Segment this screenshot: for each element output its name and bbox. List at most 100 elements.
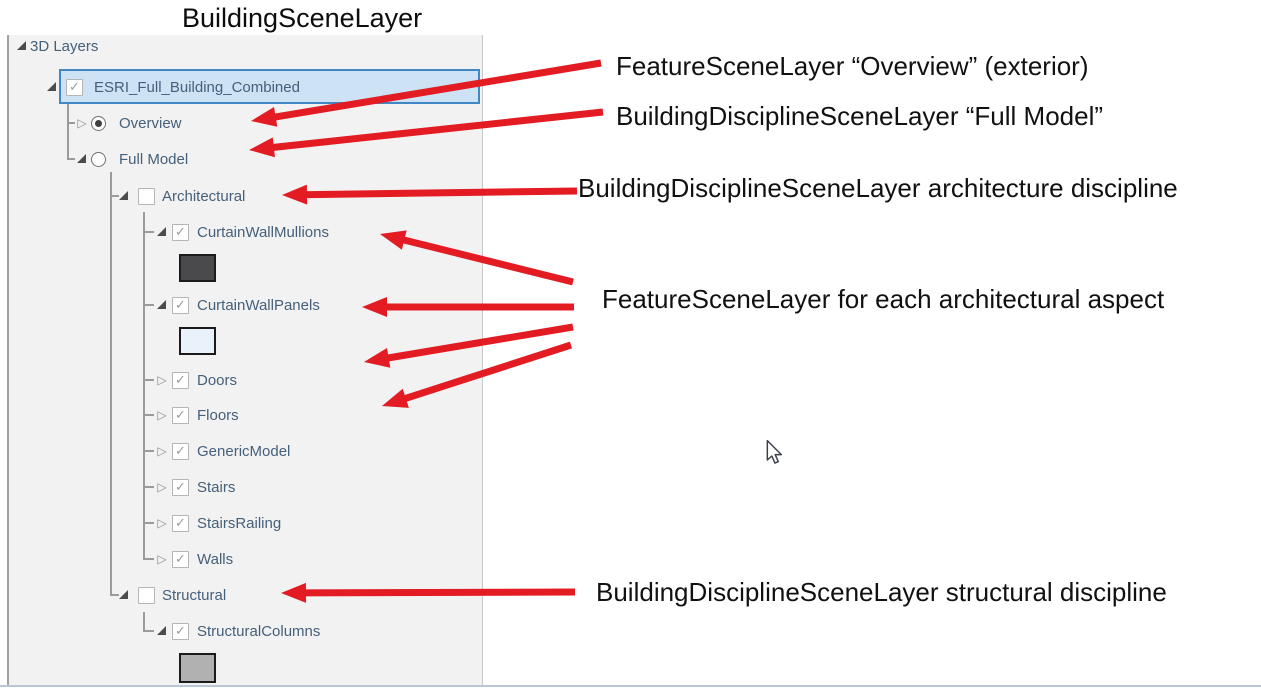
layer-label: CurtainWallPanels — [197, 296, 320, 314]
layer-label: Doors — [197, 371, 238, 389]
annotation-structural-discipline: BuildingDisciplineSceneLayer structural … — [596, 577, 1167, 607]
expand-collapse-icon[interactable]: ▷ — [155, 480, 169, 494]
layer-visibility-checkbox-checked[interactable]: ✓ — [66, 78, 83, 96]
collapsed-triangle-icon: ▷ — [157, 373, 167, 387]
tree-guide-line — [110, 172, 112, 595]
tree-guide-line — [67, 104, 69, 160]
tree-row-curtainwallmullions[interactable]: ✓ CurtainWallMullions — [155, 220, 329, 244]
tree-guide-line — [143, 630, 154, 632]
tree-row-overview[interactable]: ▷ Overview — [75, 111, 182, 135]
layer-radio-unselected[interactable] — [91, 151, 106, 167]
tree-guide-line — [143, 379, 154, 381]
tree-row-genericmodel[interactable]: ▷ ✓ GenericModel — [155, 439, 290, 463]
tree-row-esri-full-building-combined[interactable]: ✓ ESRI_Full_Building_Combined — [45, 75, 300, 99]
layer-visibility-checkbox-unchecked[interactable] — [138, 586, 155, 604]
checkmark-icon: ✓ — [175, 372, 186, 388]
tree-guide-line — [110, 195, 119, 197]
tree-guide-line — [143, 231, 154, 233]
tree-guide-line — [110, 594, 119, 596]
annotation-architecture-discipline: BuildingDisciplineSceneLayer architectur… — [578, 173, 1178, 203]
checkmark-icon: ✓ — [175, 623, 186, 639]
tree-row-stairsrailing[interactable]: ▷ ✓ StairsRailing — [155, 511, 281, 535]
checkmark-icon: ✓ — [175, 479, 186, 495]
layer-visibility-checkbox-checked[interactable]: ✓ — [172, 622, 189, 640]
checkmark-icon: ✓ — [175, 224, 186, 240]
tree-row-doors[interactable]: ▷ ✓ Doors — [155, 368, 237, 392]
layer-visibility-checkbox-checked[interactable]: ✓ — [172, 296, 189, 314]
tree-guide-line — [143, 212, 145, 559]
tree-row-full-model[interactable]: Full Model — [75, 147, 188, 171]
tree-guide-line — [143, 414, 154, 416]
layer-label: StructuralColumns — [197, 622, 321, 640]
tree-row-structural[interactable]: Structural — [117, 583, 226, 607]
tree-row-architectural[interactable]: Architectural — [117, 184, 245, 208]
expand-collapse-icon[interactable]: ▷ — [75, 116, 89, 130]
expand-collapse-icon[interactable] — [117, 189, 131, 203]
layer-label: Walls — [197, 550, 234, 568]
layer-label: StairsRailing — [197, 514, 282, 532]
tree-row-walls[interactable]: ▷ ✓ Walls — [155, 547, 233, 571]
layer-radio-selected[interactable] — [91, 115, 106, 131]
tree-row-floors[interactable]: ▷ ✓ Floors — [155, 403, 239, 427]
layer-visibility-checkbox-checked[interactable]: ✓ — [172, 371, 189, 389]
tree-guide-line — [143, 612, 145, 631]
tree-row-structuralcolumns[interactable]: ✓ StructuralColumns — [155, 619, 320, 643]
layer-label: Overview — [119, 114, 182, 132]
expand-collapse-icon[interactable]: ▷ — [155, 408, 169, 422]
mouse-cursor-icon — [766, 440, 783, 464]
expand-collapse-icon[interactable] — [45, 80, 59, 94]
legend-swatch-curtainwallpanels[interactable] — [179, 327, 216, 355]
panel-right-border[interactable] — [481, 35, 483, 686]
checkmark-icon: ✓ — [175, 297, 186, 313]
layer-label: Full Model — [119, 150, 189, 168]
layer-label: Stairs — [197, 478, 236, 496]
collapsed-triangle-icon: ▷ — [157, 516, 167, 530]
tree-row-curtainwallpanels[interactable]: ✓ CurtainWallPanels — [155, 293, 320, 317]
collapsed-triangle-icon: ▷ — [157, 552, 167, 566]
checkmark-icon: ✓ — [69, 79, 80, 95]
layer-visibility-checkbox-checked[interactable]: ✓ — [172, 514, 189, 532]
layer-visibility-checkbox-checked[interactable]: ✓ — [172, 406, 189, 424]
checkmark-icon: ✓ — [175, 407, 186, 423]
tree-guide-line — [143, 558, 154, 560]
layer-visibility-checkbox-checked[interactable]: ✓ — [172, 223, 189, 241]
layer-visibility-checkbox-checked[interactable]: ✓ — [172, 478, 189, 496]
annotation-architectural-aspect: FeatureSceneLayer for each architectural… — [602, 284, 1165, 314]
checkmark-icon: ✓ — [175, 443, 186, 459]
tree-guide-line — [67, 158, 75, 160]
layer-visibility-checkbox-checked[interactable]: ✓ — [172, 550, 189, 568]
legend-swatch-curtainwallmullions[interactable] — [179, 254, 216, 282]
tree-guide-line — [143, 522, 154, 524]
collapsed-triangle-icon: ▷ — [157, 444, 167, 458]
collapsed-triangle-icon: ▷ — [157, 480, 167, 494]
layer-group-label: 3D Layers — [30, 37, 99, 55]
collapsed-triangle-icon: ▷ — [157, 408, 167, 422]
expand-collapse-icon[interactable]: ▷ — [155, 373, 169, 387]
tree-row-stairs[interactable]: ▷ ✓ Stairs — [155, 475, 235, 499]
layer-label: Floors — [197, 406, 239, 424]
layer-visibility-checkbox-unchecked[interactable] — [138, 187, 155, 205]
panel-bottom-border — [0, 685, 1261, 687]
expand-collapse-icon[interactable] — [15, 39, 29, 53]
expand-collapse-icon[interactable] — [155, 298, 169, 312]
expand-collapse-icon[interactable]: ▷ — [155, 444, 169, 458]
tree-row-3d-layers[interactable]: 3D Layers — [15, 34, 98, 58]
expand-collapse-icon[interactable] — [75, 152, 89, 166]
checkmark-icon: ✓ — [175, 515, 186, 531]
expand-collapse-icon[interactable] — [117, 588, 131, 602]
expand-collapse-icon[interactable] — [155, 624, 169, 638]
collapsed-triangle-icon: ▷ — [77, 116, 87, 130]
expand-collapse-icon[interactable] — [155, 225, 169, 239]
layer-label: ESRI_Full_Building_Combined — [94, 78, 300, 96]
layer-visibility-checkbox-checked[interactable]: ✓ — [172, 442, 189, 460]
layer-label: GenericModel — [197, 442, 291, 460]
legend-swatch-structuralcolumns[interactable] — [179, 653, 216, 683]
expand-collapse-icon[interactable]: ▷ — [155, 552, 169, 566]
annotation-full-model: BuildingDisciplineSceneLayer “Full Model… — [616, 101, 1104, 131]
tree-guide-line — [143, 450, 154, 452]
tree-guide-line — [143, 304, 154, 306]
layer-label: Architectural — [162, 187, 246, 205]
checkmark-icon: ✓ — [175, 551, 186, 567]
expand-collapse-icon[interactable]: ▷ — [155, 516, 169, 530]
